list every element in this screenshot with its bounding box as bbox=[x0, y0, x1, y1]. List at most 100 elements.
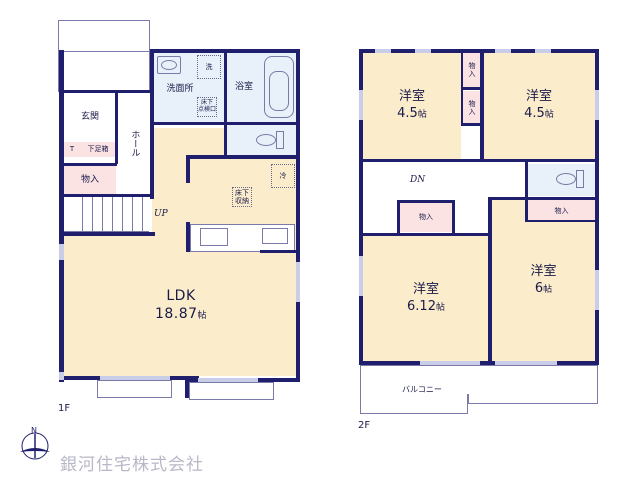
window bbox=[415, 49, 431, 53]
deck-outline bbox=[97, 380, 172, 398]
balcony bbox=[360, 365, 598, 395]
closet-top-2-label: 物 入 bbox=[468, 99, 476, 116]
window bbox=[296, 262, 300, 302]
toilet-icon-1f bbox=[256, 134, 276, 146]
room-2f-ne: 洋室 4.5帖 bbox=[483, 53, 595, 159]
wall bbox=[185, 380, 189, 398]
wall bbox=[59, 50, 64, 382]
room-2f-ne-size: 4.5帖 bbox=[524, 106, 554, 121]
wall bbox=[525, 162, 528, 222]
wall bbox=[59, 194, 153, 197]
floor-plan-2f: 洋室 4.5帖 洋室 4.5帖 洋室 6.12帖 洋室 6帖 物 入 物 入 物… bbox=[320, 0, 640, 440]
room-2f-nw-size: 4.5帖 bbox=[397, 106, 427, 121]
closet-sw: 物入 bbox=[400, 202, 452, 232]
washbasin-icon bbox=[157, 56, 181, 74]
closet-top-1: 物 入 bbox=[462, 53, 482, 87]
room-2f-sw: 洋室 6.12帖 bbox=[363, 236, 489, 361]
closet-top-1-label: 物 入 bbox=[468, 61, 476, 78]
porch-area bbox=[58, 37, 150, 92]
balcony-label: バルコニー bbox=[402, 385, 442, 394]
wall bbox=[150, 49, 300, 53]
bathroom: 浴室 bbox=[227, 52, 297, 122]
staircase-2f bbox=[363, 163, 399, 233]
compass-rose: N bbox=[18, 426, 52, 462]
toilet-tank-1f bbox=[276, 131, 284, 149]
window bbox=[59, 244, 64, 260]
underfloor-storage: 床下 収納 bbox=[232, 187, 252, 207]
compass-icon bbox=[20, 432, 50, 460]
wall bbox=[260, 250, 300, 253]
wall bbox=[190, 155, 298, 159]
room-2f-sw-size: 6.12帖 bbox=[407, 298, 445, 314]
wall bbox=[59, 90, 153, 93]
balcony-step bbox=[468, 394, 598, 404]
window bbox=[535, 49, 551, 53]
washer-space: 洗 bbox=[197, 55, 221, 79]
window bbox=[59, 372, 64, 380]
window bbox=[198, 378, 258, 382]
stairs-down-label: DN bbox=[410, 175, 426, 185]
toilet-tank-2f bbox=[576, 170, 584, 188]
fridge-space: 冷 bbox=[271, 164, 295, 188]
toilet-mark-cell: T bbox=[64, 142, 80, 157]
floor-label-1f: 1F bbox=[58, 403, 71, 414]
stove-icon bbox=[262, 228, 288, 244]
wall bbox=[359, 233, 492, 236]
ldk-room: LDK 18.87帖 bbox=[64, 234, 298, 376]
wall bbox=[296, 49, 300, 382]
ldk-name: LDK bbox=[166, 287, 196, 304]
deck-outline bbox=[189, 382, 274, 400]
hall-label: ホール bbox=[129, 129, 140, 157]
ldk-size: 18.87帖 bbox=[154, 306, 208, 322]
window bbox=[420, 361, 480, 365]
room-2f-se-name: 洋室 bbox=[530, 263, 557, 279]
window bbox=[375, 49, 391, 53]
hall-room: ホール bbox=[118, 92, 150, 194]
staircase-1f bbox=[64, 196, 149, 232]
closet-se: 物入 bbox=[528, 200, 595, 222]
bathroom-label: 浴室 bbox=[234, 81, 253, 92]
wall bbox=[461, 87, 481, 90]
room-2f-se: 洋室 6帖 bbox=[492, 200, 595, 361]
wall bbox=[397, 200, 455, 203]
wall bbox=[525, 220, 595, 222]
wall bbox=[488, 200, 492, 361]
window bbox=[595, 90, 599, 120]
wall bbox=[452, 200, 455, 234]
compass-north-label: N bbox=[31, 426, 37, 435]
entrance-room: 玄関 bbox=[64, 92, 116, 142]
toilet-icon-2f bbox=[556, 173, 576, 185]
room-2f-nw-name: 洋室 bbox=[398, 89, 425, 105]
stairs-up-label: UP bbox=[154, 209, 168, 219]
wall bbox=[224, 52, 227, 158]
wall bbox=[488, 197, 599, 200]
room-2f-sw-name: 洋室 bbox=[412, 281, 439, 297]
bathtub-icon bbox=[264, 56, 294, 118]
sink-icon bbox=[200, 228, 228, 246]
floor-label-2f: 2F bbox=[358, 420, 371, 431]
wall bbox=[59, 163, 117, 166]
balcony-lower bbox=[360, 394, 468, 414]
storage-1f-label: 物入 bbox=[80, 174, 99, 185]
company-name: 銀河住宅株式会社 bbox=[60, 455, 204, 475]
wall bbox=[595, 49, 599, 365]
wall bbox=[397, 200, 400, 234]
window bbox=[495, 49, 511, 53]
window bbox=[595, 270, 599, 310]
room-2f-se-size: 6帖 bbox=[534, 280, 553, 296]
toilet-mark: T bbox=[69, 145, 75, 154]
wall bbox=[359, 49, 599, 53]
washroom-label: 洗面所 bbox=[166, 83, 194, 94]
wall bbox=[480, 53, 484, 159]
wall bbox=[461, 123, 481, 126]
shoe-cabinet: 下足箱 bbox=[80, 142, 116, 157]
floor-plan-1f: LDK 18.87帖 玄関 T 下足箱 物入 ホール 洗面所 洗 床下 点検口 … bbox=[0, 0, 320, 420]
window bbox=[359, 256, 363, 296]
window bbox=[359, 90, 363, 120]
room-2f-ne-name: 洋室 bbox=[525, 89, 552, 105]
closet-sw-label: 物入 bbox=[419, 212, 433, 221]
wall bbox=[59, 232, 155, 236]
porch-outline bbox=[58, 20, 150, 52]
wall bbox=[359, 49, 363, 365]
window bbox=[100, 376, 170, 380]
